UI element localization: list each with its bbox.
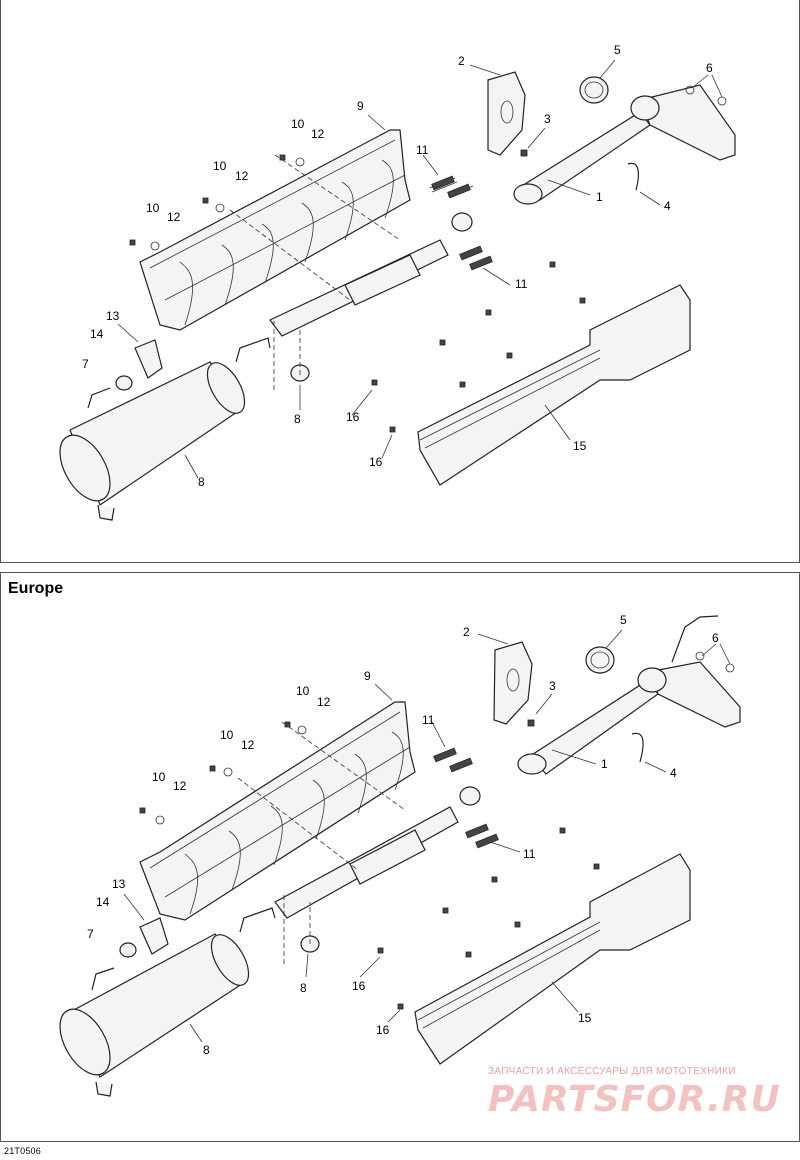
callout-top-13: 13 xyxy=(106,309,120,323)
callout-top-14: 14 xyxy=(90,327,104,341)
callout-top-11b: 11 xyxy=(515,277,528,291)
callout-bottom-11b: 11 xyxy=(523,847,536,861)
exploded-diagram-europe: 2 3 5 6 1 4 9 10 12 10 12 10 12 11 11 13… xyxy=(0,572,800,1132)
watermark-logo: PARTSFOR.RU xyxy=(488,1079,781,1120)
gasket-part-5-eu xyxy=(585,646,615,674)
bracket-part-13-eu xyxy=(139,917,169,955)
callout-bottom-16b: 16 xyxy=(376,1023,390,1037)
callout-bottom-8a: 7 xyxy=(87,927,94,941)
guard-part-15-eu xyxy=(414,853,691,1065)
callout-bottom-15: 15 xyxy=(578,1011,592,1025)
callout-bottom-2: 2 xyxy=(463,625,470,639)
callout-leaders-eu xyxy=(123,629,731,1043)
callout-bottom-10c: 10 xyxy=(152,770,166,784)
exhaust-system-drawing xyxy=(59,59,736,521)
callout-top-5: 5 xyxy=(614,43,621,57)
callout-top-10c: 10 xyxy=(146,201,160,215)
callout-bottom-8b: 8 xyxy=(300,981,307,995)
hose-part-4 xyxy=(627,162,639,191)
callout-top-16a: 16 xyxy=(346,410,360,424)
callout-bottom-3: 3 xyxy=(549,679,556,693)
gasket-part-5 xyxy=(579,76,609,104)
callout-bottom-12b: 12 xyxy=(241,738,255,752)
callout-top-16b: 16 xyxy=(369,455,383,469)
callout-bottom-7: 8 xyxy=(203,1043,210,1057)
spring-part-11-lower-eu xyxy=(465,823,499,849)
callout-bottom-6: 6 xyxy=(712,631,719,645)
figure-code: 21T0506 xyxy=(4,1146,41,1156)
section-title: Europe xyxy=(8,580,64,597)
callout-top-12c: 12 xyxy=(167,210,181,224)
bracket-part-2-eu xyxy=(493,641,533,725)
callout-top-8b: 8 xyxy=(294,412,301,426)
callout-top-3: 3 xyxy=(544,112,551,126)
callout-top-1: 1 xyxy=(596,190,603,204)
callout-bottom-13: 13 xyxy=(112,877,126,891)
muffler-part-7-eu xyxy=(59,907,276,1097)
callout-bottom-10a: 10 xyxy=(296,684,310,698)
callout-top-7: 8 xyxy=(198,475,205,489)
bracket-part-2 xyxy=(487,71,526,156)
heat-shield-part-9 xyxy=(139,129,411,331)
watermark-caption: ЗАПЧАСТИ И АКСЕССУАРЫ ДЛЯ МОТОТЕХНИКИ xyxy=(488,1066,736,1077)
spring-part-11-lower xyxy=(459,245,493,271)
exhaust-pipe-part-1-eu xyxy=(517,615,741,775)
callout-bottom-5: 5 xyxy=(620,613,627,627)
callout-bottom-1: 1 xyxy=(601,757,608,771)
callout-top-9: 9 xyxy=(357,99,364,113)
spring-part-11-upper-eu xyxy=(433,747,473,773)
callout-bottom-12c: 12 xyxy=(173,779,187,793)
exhaust-system-drawing-europe xyxy=(59,615,741,1097)
guard-part-15 xyxy=(417,284,691,486)
exploded-diagram-standard: 2 3 5 6 1 4 9 10 12 10 12 10 12 11 11 13… xyxy=(0,0,800,560)
callout-bottom-16a: 16 xyxy=(352,979,366,993)
callout-top-8a: 7 xyxy=(82,357,89,371)
hose-part-4-eu xyxy=(631,732,644,763)
callout-bottom-11a: 11 xyxy=(422,713,435,727)
callout-bottom-10b: 10 xyxy=(220,728,234,742)
callout-top-15: 15 xyxy=(573,439,587,453)
exhaust-pipe-part-1 xyxy=(513,84,736,205)
callout-bottom-4: 4 xyxy=(670,766,677,780)
callout-top-12a: 12 xyxy=(311,127,325,141)
spring-part-11-upper xyxy=(429,175,474,199)
heat-shield-part-9-eu xyxy=(139,701,416,921)
callout-top-4: 4 xyxy=(664,199,671,213)
bracket-part-13 xyxy=(134,339,163,379)
callout-top-6: 6 xyxy=(706,61,713,75)
callout-bottom-9: 9 xyxy=(364,669,371,683)
grommet-part-8 xyxy=(115,375,133,391)
callout-top-12b: 12 xyxy=(235,169,249,183)
callout-leaders xyxy=(117,59,723,479)
callout-top-2: 2 xyxy=(458,54,465,68)
grommet-part-8-eu xyxy=(119,942,137,958)
callout-bottom-14: 14 xyxy=(96,895,110,909)
muffler-part-7 xyxy=(59,337,271,521)
callout-top-10b: 10 xyxy=(213,159,227,173)
callout-top-10a: 10 xyxy=(291,117,305,131)
callout-top-11a: 11 xyxy=(416,143,429,157)
callout-bottom-12a: 12 xyxy=(317,695,331,709)
